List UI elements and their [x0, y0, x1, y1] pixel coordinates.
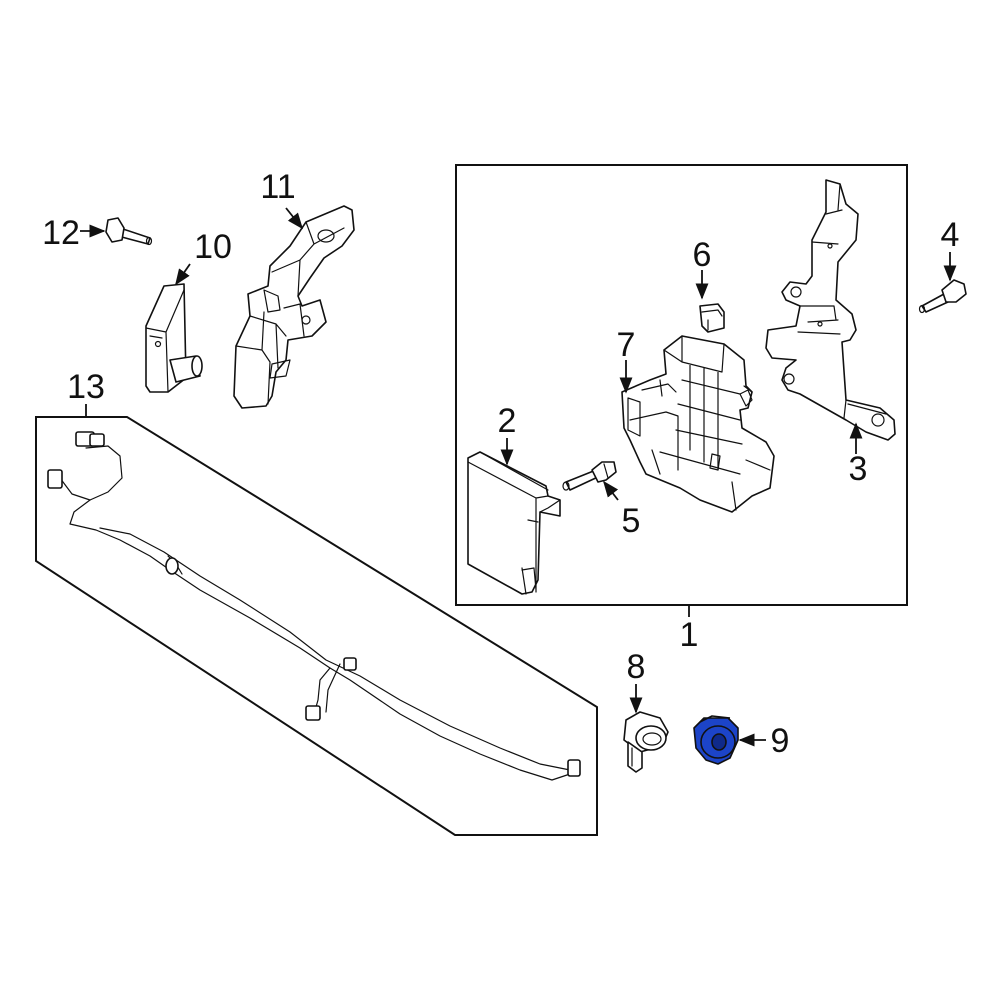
leader-5	[603, 480, 619, 501]
callout-9: 9	[771, 722, 790, 760]
callout-2: 2	[498, 402, 517, 440]
callout-5: 5	[622, 502, 641, 540]
leader-11	[285, 207, 304, 230]
callout-3: 3	[849, 450, 868, 488]
callout-13: 13	[67, 368, 105, 406]
callout-8: 8	[627, 648, 646, 686]
part-11-bracket[interactable]	[233, 205, 355, 409]
callout-10: 10	[194, 228, 232, 266]
part-12-bolt[interactable]	[105, 217, 153, 246]
callout-12: 12	[42, 214, 80, 252]
part-2-module[interactable]	[467, 451, 561, 595]
callout-1: 1	[680, 616, 699, 654]
part-4-bolt[interactable]	[918, 279, 967, 314]
part-3-bracket[interactable]	[765, 179, 896, 441]
part-10-sensor[interactable]	[145, 283, 203, 393]
callout-7: 7	[617, 326, 636, 364]
part-7-housing[interactable]	[621, 335, 775, 513]
harness-frame	[35, 416, 598, 836]
part-8-sensor[interactable]	[623, 711, 669, 773]
assembly-frame	[455, 164, 908, 606]
part-13-harness[interactable]	[47, 431, 581, 781]
callout-4: 4	[941, 216, 960, 254]
part-5-pin[interactable]	[562, 461, 617, 491]
callout-6: 6	[693, 236, 712, 274]
grommet-hole	[711, 733, 727, 751]
part-9-grommet[interactable]	[693, 715, 739, 765]
part-6-clip[interactable]	[699, 303, 725, 333]
leader-10	[175, 263, 191, 286]
callout-11: 11	[260, 168, 295, 206]
